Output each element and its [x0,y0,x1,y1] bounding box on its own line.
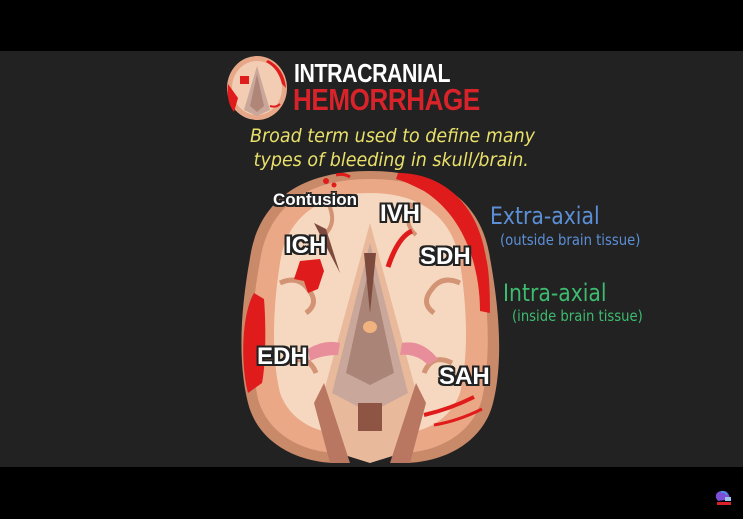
brain-axial-diagram [241,171,500,463]
title-line-2: HEMORRHAGE [293,82,480,117]
label-sdh: SDH [420,243,471,270]
label-ivh: IVH [380,200,421,227]
title-line-1: INTRACRANIAL [294,58,451,88]
video-slide: INTRACRANIAL HEMORRHAGE Broad term used … [0,51,743,467]
brain-thumbnail-icon [227,56,287,120]
label-contusion: Contusion [273,190,358,209]
subtitle-note: Broad term used to define many types of … [250,124,535,172]
legend-extra-axial-label: Extra-axial [490,202,600,230]
brain-logo-icon[interactable] [713,489,733,507]
label-sah: SAH [439,363,490,390]
subtitle-line-1: Broad term used to define many [250,125,536,147]
label-edh: EDH [257,343,308,370]
subtitle-line-2: types of bleeding in skull/brain. [253,149,529,171]
legend-intra-axial-description: (inside brain tissue) [512,307,643,325]
legend-intra-axial-label: Intra-axial [503,279,607,307]
legend-extra-axial-description: (outside brain tissue) [500,231,641,249]
label-ich: ICH [285,232,327,259]
